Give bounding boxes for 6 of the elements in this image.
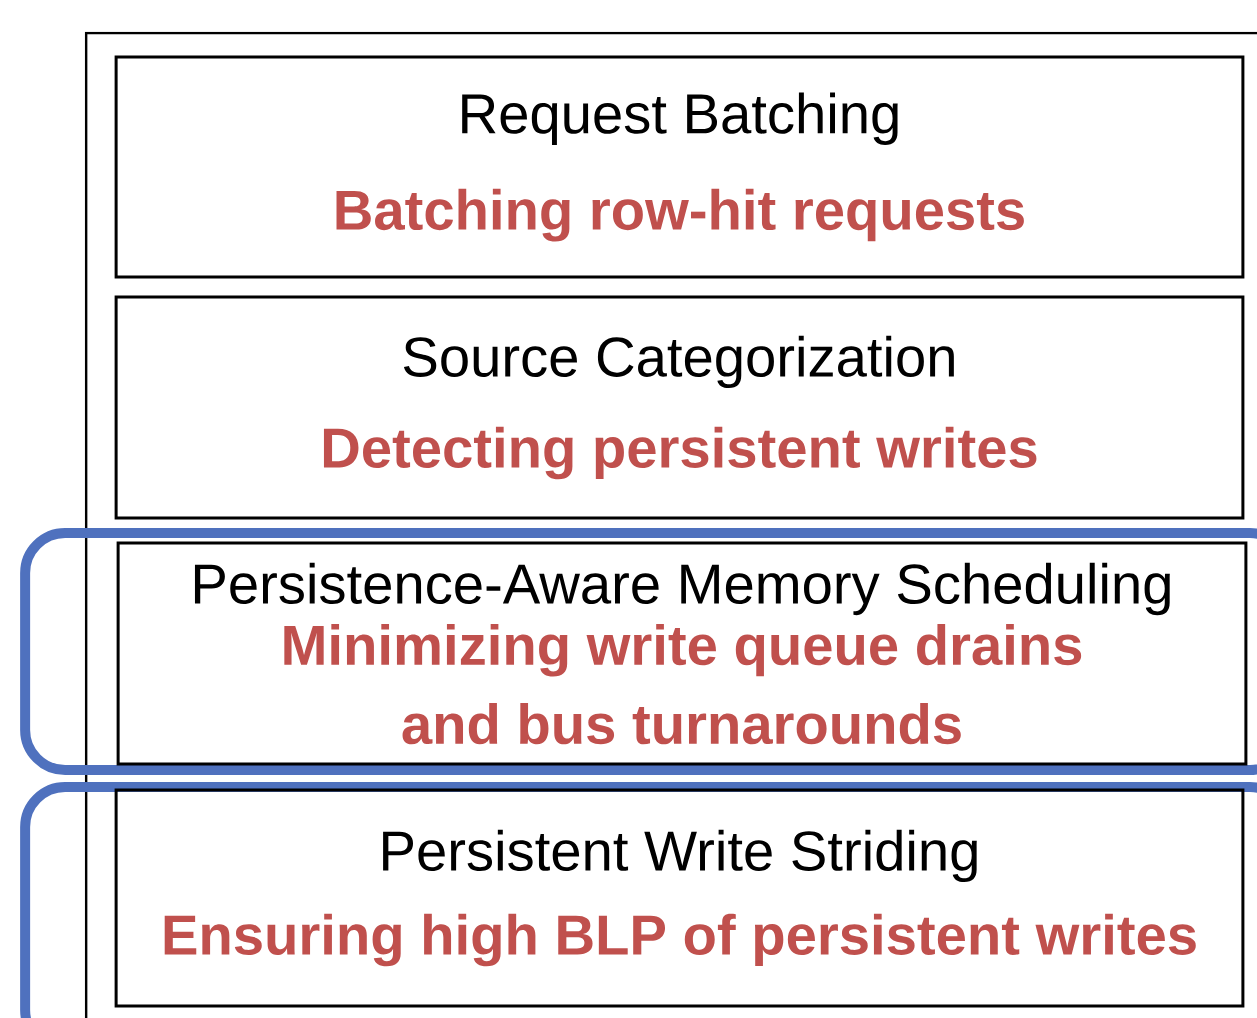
layer-box: Persistent Write Striding Ensuring high BLP of persistent writes (114, 788, 1245, 1008)
layer-box: Request Batching Batching row-hit requests (114, 55, 1245, 279)
layer-box: Persistence-Aware Memory Scheduling Minimizing write queue drains and bus turnarounds (116, 541, 1248, 766)
layer-box: Source Categorization Detecting persistent writes (114, 295, 1245, 520)
highlight-box (20, 528, 1257, 775)
frame-box (84, 31, 1257, 1018)
